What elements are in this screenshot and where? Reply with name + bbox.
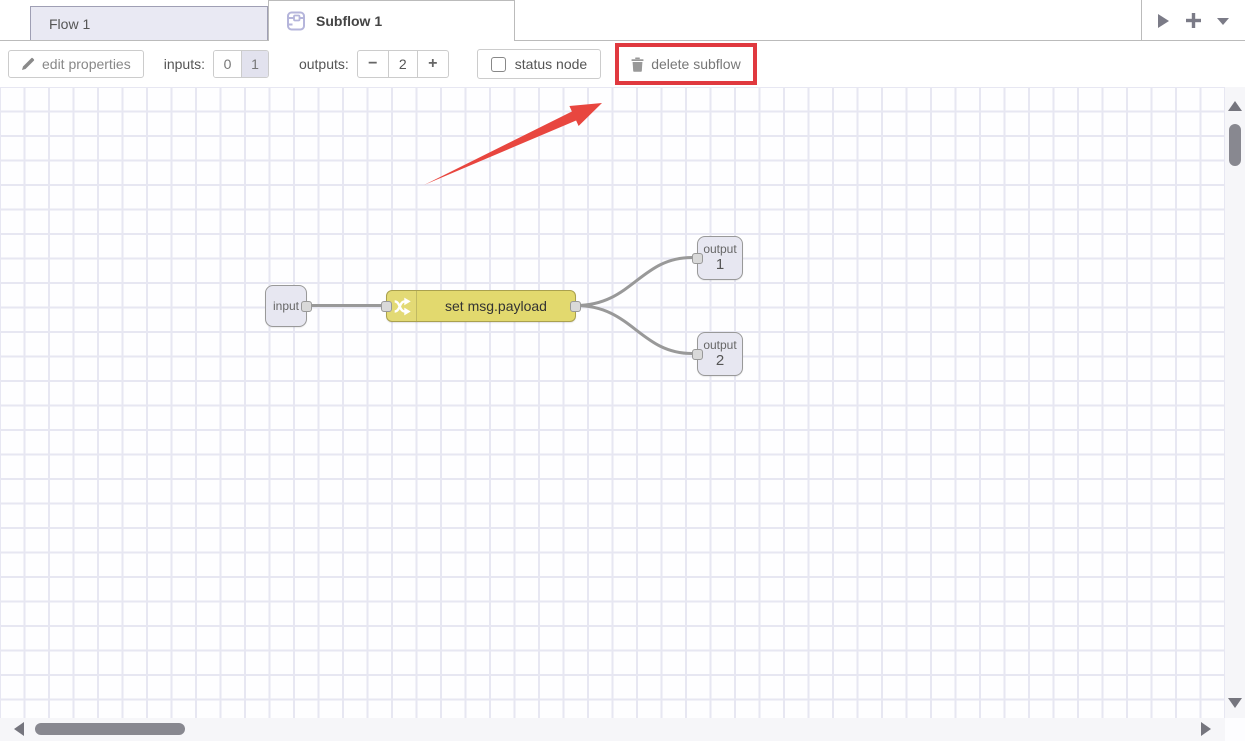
scroll-down-icon[interactable] (1228, 698, 1242, 708)
node-output2-number: 2 (715, 352, 725, 369)
delete-subflow-button[interactable]: delete subflow (623, 50, 749, 78)
scroll-left-icon[interactable] (14, 722, 24, 736)
node-output2-label: output (703, 338, 737, 352)
pencil-icon (21, 57, 35, 71)
vertical-scroll-thumb[interactable] (1229, 124, 1241, 166)
node-output1-number: 1 (715, 256, 725, 273)
port-change-in[interactable] (381, 301, 392, 312)
scroll-right-icon[interactable] (1201, 722, 1211, 736)
tab-subflow-1-label: Subflow 1 (316, 13, 383, 29)
tab-flow-1[interactable]: Flow 1 (30, 6, 268, 41)
edit-properties-label: edit properties (42, 56, 131, 72)
horizontal-scrollbar[interactable] (0, 718, 1225, 741)
status-node-checkbox[interactable] (490, 56, 506, 72)
annotation-highlight-box: delete subflow (615, 43, 757, 85)
scroll-up-icon[interactable] (1228, 101, 1242, 111)
node-subflow-output-2[interactable]: output 2 (692, 332, 743, 376)
delete-subflow-label: delete subflow (651, 56, 741, 72)
node-output1-label: output (703, 242, 737, 256)
tab-subflow-1[interactable]: Subflow 1 (268, 0, 515, 41)
play-triangle-icon[interactable] (1157, 13, 1169, 28)
inputs-option-1[interactable]: 1 (240, 51, 268, 77)
node-subflow-output-1[interactable]: output 1 (692, 236, 743, 280)
inputs-toggle: 0 1 (212, 50, 269, 78)
outputs-decrement-button[interactable]: − (368, 55, 378, 72)
edit-properties-button[interactable]: edit properties (8, 50, 144, 78)
inputs-option-0[interactable]: 0 (213, 51, 241, 77)
trash-icon (631, 57, 644, 72)
status-node-toggle[interactable]: status node (476, 49, 602, 79)
port-change-out[interactable] (570, 301, 581, 312)
subflow-toolbar: edit properties inputs: 0 1 outputs: − 2… (0, 41, 1245, 87)
canvas-grid[interactable] (0, 87, 1225, 718)
node-change-label: set msg.payload (445, 298, 547, 314)
port-output1-in[interactable] (692, 253, 703, 264)
node-subflow-input[interactable]: input (265, 285, 312, 327)
shuffle-icon (387, 291, 417, 321)
node-input-label: input (272, 298, 300, 313)
flow-canvas[interactable]: input set msg.payload output 1 output 2 (0, 87, 1245, 741)
outputs-value: 2 (387, 51, 418, 77)
outputs-increment-button[interactable]: + (428, 55, 438, 72)
vertical-scrollbar[interactable] (1225, 87, 1245, 718)
horizontal-scroll-thumb[interactable] (35, 723, 185, 735)
inputs-label: inputs: (163, 56, 205, 72)
node-change[interactable]: set msg.payload (381, 290, 581, 322)
subflow-icon (285, 10, 307, 32)
status-node-label: status node (514, 56, 588, 72)
port-input-out[interactable] (301, 301, 312, 312)
tabbar-actions (1141, 0, 1245, 41)
plus-icon[interactable] (1185, 12, 1202, 29)
outputs-label: outputs: (298, 56, 349, 72)
tab-flow-1-label: Flow 1 (49, 16, 91, 32)
outputs-spinner: − 2 + (356, 50, 449, 78)
flow-tab-bar: Flow 1 Subflow 1 (0, 0, 1245, 41)
chevron-down-icon[interactable] (1217, 18, 1230, 25)
port-output2-in[interactable] (692, 349, 703, 360)
